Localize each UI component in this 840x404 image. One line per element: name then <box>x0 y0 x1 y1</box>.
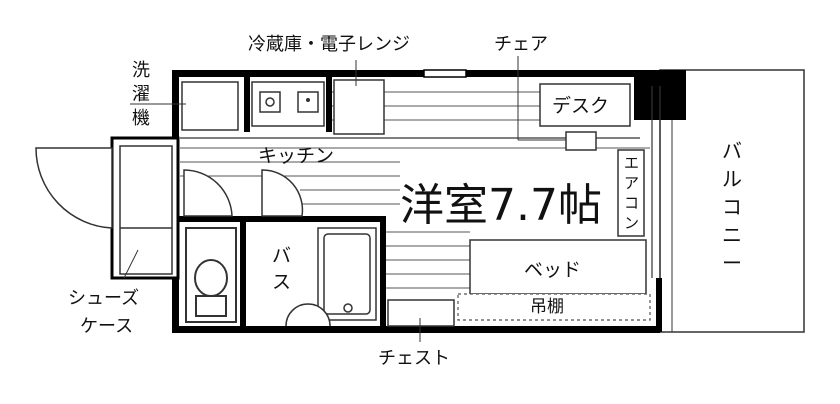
label-bath-2: ス <box>272 271 291 293</box>
label-bath-1: バ <box>272 245 291 267</box>
label-shoe-2: ケース <box>80 316 133 337</box>
label-fridge-microwave: 冷蔵庫・電子レンジ <box>248 34 410 55</box>
label-bath: バ ス <box>272 245 297 293</box>
chair <box>565 131 597 151</box>
interior-doors <box>183 169 304 217</box>
label-aircon-3: コ <box>624 194 639 212</box>
label-shoe-1: シューズ <box>68 288 139 309</box>
aircon <box>617 149 645 237</box>
desk <box>539 83 631 127</box>
label-balcony-2: ル <box>722 167 742 191</box>
bath-door-swing <box>285 303 331 327</box>
label-shelf: 吊棚 <box>530 297 564 317</box>
label-balcony-5: ー <box>722 251 742 275</box>
walls <box>172 70 686 333</box>
fridge <box>333 79 385 135</box>
label-balcony-3: コ <box>722 195 742 219</box>
washing-machine <box>181 81 239 131</box>
label-washing-3: 機 <box>132 108 150 129</box>
label-chair: チェア <box>494 34 548 55</box>
bed <box>469 239 647 295</box>
shoe-case-box <box>119 145 173 275</box>
label-aircon-2: ア <box>624 174 639 192</box>
window-top <box>423 69 467 78</box>
label-balcony: バ ル コ ニ ー <box>722 139 748 275</box>
label-desk: デスク <box>552 95 609 117</box>
label-aircon: エ ア コ ン <box>624 154 644 232</box>
label-shoe-case: シューズ ケース <box>68 288 145 337</box>
label-kitchen: キッチン <box>258 145 334 167</box>
balcony-door <box>651 86 661 278</box>
label-aircon-1: エ <box>624 154 639 172</box>
label-bed: ベッド <box>524 259 581 281</box>
label-washing-machine: 洗 濯 機 <box>132 60 156 129</box>
hanging-shelf <box>457 293 651 321</box>
entrance-door-swing <box>35 147 113 229</box>
label-aircon-4: ン <box>624 214 639 232</box>
label-washing-1: 洗 <box>132 60 150 81</box>
label-washing-2: 濯 <box>132 84 150 105</box>
toilet-icon <box>185 227 237 323</box>
label-chest: チェスト <box>378 348 450 369</box>
sink-icon <box>259 91 281 113</box>
label-room: 洋室7.7帖 <box>400 180 602 231</box>
label-balcony-1: バ <box>722 139 742 163</box>
chest <box>387 299 455 327</box>
bathtub <box>317 227 377 321</box>
label-balcony-4: ニ <box>722 223 742 247</box>
